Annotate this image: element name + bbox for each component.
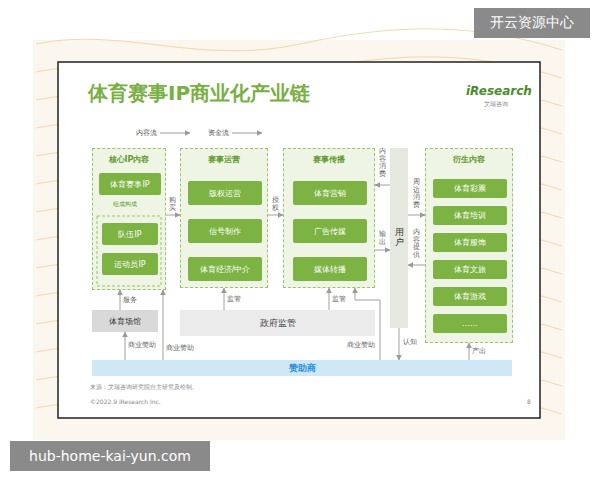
box-label: 体育游戏 — [454, 291, 486, 302]
edge-label: 商业赞助 — [347, 341, 375, 349]
flow-arrow — [163, 290, 164, 360]
flow-arrow — [399, 328, 400, 360]
edge-label: 商业赞助 — [166, 344, 194, 352]
edge-label: 服务 — [123, 296, 137, 304]
box-label: 体育彩票 — [454, 183, 486, 194]
frame-ground — [33, 40, 565, 440]
edge-label: 购买 — [169, 197, 176, 212]
process-box: 体育彩票 — [433, 179, 507, 198]
process-box: 体育经济/中介 — [188, 257, 262, 281]
process-box: 体育文旅 — [433, 260, 507, 279]
box-label: …… — [462, 319, 478, 328]
box-label: 体育经济/中介 — [200, 264, 251, 275]
flow-arrow — [120, 290, 121, 310]
slide-title: 体育赛事IP商业化产业链 — [88, 80, 310, 107]
slide-ground — [58, 62, 540, 418]
flow-arrow — [469, 343, 470, 360]
flow-arrow — [375, 185, 390, 186]
group-panel: 衍生内容体育彩票体育培训体育服饰体育文旅体育游戏 …… — [425, 148, 513, 343]
process-box: 体育服饰 — [433, 233, 507, 252]
group-panel: 赛事传播体育营销广告传媒媒体转播 — [283, 148, 375, 288]
flow-arrow — [408, 265, 425, 266]
page-number: 8 — [527, 398, 531, 405]
box-label: 赞助商 — [289, 362, 316, 375]
user-bar: 用户 — [390, 148, 408, 328]
process-box: 体育培训 — [433, 206, 507, 225]
logo-subtext: 艾瑞咨询 — [484, 100, 508, 109]
group-panel: 核心IP内容体育赛事IP 队伍IP 运动员IP — [92, 148, 166, 290]
edge-label: 监管 — [332, 295, 346, 303]
watermark: hub-home-kai-yun.com — [10, 441, 210, 471]
legend-line — [231, 129, 265, 137]
edge-label: 内容消费 — [379, 148, 386, 179]
copyright-note: ©2022.9 iResearch Inc. — [90, 398, 161, 405]
box-label: 政府监管 — [260, 317, 296, 330]
flow-arrow — [224, 288, 225, 310]
edge-label: 认知 — [403, 338, 417, 346]
flow-arrow — [125, 332, 126, 360]
box-label: 运动员IP — [114, 259, 145, 270]
edge-label: 监管 — [227, 295, 241, 303]
box-label: 媒体转播 — [314, 264, 346, 275]
process-box: 队伍IP — [102, 223, 158, 245]
box-label: 体育文旅 — [454, 264, 486, 275]
box-label: 队伍IP — [118, 229, 141, 240]
legend-arrow — [160, 133, 190, 134]
box-label: 体育服饰 — [454, 237, 486, 248]
process-box: 体育营销 — [293, 181, 367, 205]
process-box: 广告传媒 — [293, 219, 367, 243]
flow-arrow — [375, 250, 390, 251]
flow-arrow — [268, 215, 283, 216]
edge-label: 输出 — [379, 231, 386, 246]
process-box: …… — [433, 314, 507, 333]
regulator-box: 政府监管 — [180, 310, 375, 336]
legend-arrow — [232, 133, 262, 134]
box-label: 版权运营 — [209, 188, 241, 199]
panel-heading: 赛事运营 — [181, 149, 267, 165]
legend-item: 资金流 — [208, 128, 265, 138]
legend-item: 内容流 — [136, 128, 193, 138]
box-label: 信号制作 — [209, 226, 241, 237]
edge-label: 商业赞助 — [128, 341, 156, 349]
process-box: 信号制作 — [188, 219, 262, 243]
group-panel: 赛事运营版权运营信号制作体育经济/中介 — [180, 148, 268, 288]
panel-heading: 衍生内容 — [426, 149, 512, 165]
watermark: 开云资源中心 — [474, 8, 590, 38]
relation-note: 组成构成 — [113, 200, 137, 209]
legend-label: 资金流 — [208, 128, 229, 138]
legend-label: 内容流 — [136, 128, 157, 138]
process-box: 版权运营 — [188, 181, 262, 205]
source-note: 来源：艾瑞咨询研究院自主研究及绘制。 — [90, 383, 198, 392]
box-label: 体育营销 — [314, 188, 346, 199]
process-box: 媒体转播 — [293, 257, 367, 281]
edge-label: 内容提供 — [413, 229, 420, 260]
process-box: 运动员IP — [102, 253, 158, 275]
box-label: 广告传媒 — [314, 226, 346, 237]
edge-label: 授权 — [272, 197, 279, 212]
panel-heading: 赛事传播 — [284, 149, 374, 165]
process-box: 体育游戏 — [433, 287, 507, 306]
box-label: 用户 — [395, 228, 404, 248]
flow-arrow — [329, 288, 330, 310]
legend-line — [159, 129, 193, 137]
box-label: 体育场馆 — [109, 316, 141, 327]
flow-arrow — [166, 215, 180, 216]
edge-label: 产出 — [472, 347, 486, 355]
venue-box: 体育场馆 — [92, 310, 158, 332]
panel-heading: 核心IP内容 — [93, 149, 165, 165]
flow-arrow — [408, 215, 425, 216]
sponsor-band: 赞助商 — [92, 360, 512, 376]
box-label: 体育培训 — [454, 210, 486, 221]
edge-label: 周边消费 — [413, 179, 420, 210]
box-label: 体育赛事IP — [110, 179, 149, 190]
process-box: 体育赛事IP — [99, 173, 161, 195]
logo-text: iResearch — [466, 84, 532, 98]
